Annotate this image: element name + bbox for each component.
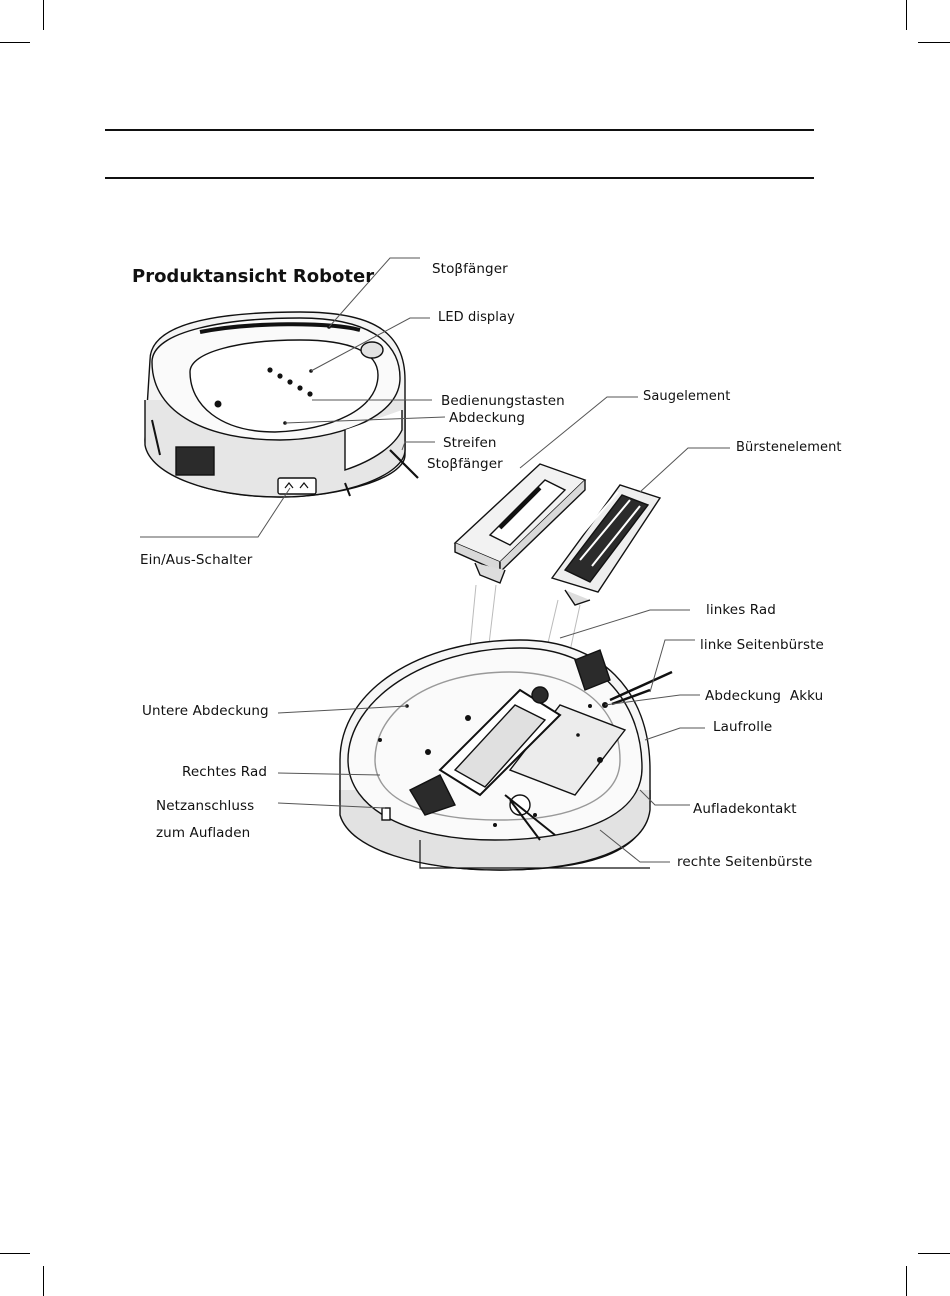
label-netzanschluss: Netzanschluss (156, 798, 254, 814)
label-stossfaenger: Stoβfänger (432, 261, 508, 277)
label-abdeckung-akku: Abdeckung Akku (705, 688, 823, 704)
label-bedienungstasten: Bedienungstasten (441, 393, 565, 409)
robot-bottom-view (340, 640, 672, 870)
section-title: Produktansicht Roboter (132, 266, 374, 287)
label-led-display: LED display (438, 310, 515, 326)
label-buerstenelement: Bürstenelement (736, 440, 842, 456)
label-streifen: Streifen (443, 435, 497, 451)
label-saugelement: Saugelement (643, 389, 730, 405)
label-streifen-stossfaenger: Stoβfänger (427, 456, 503, 472)
label-rechtes-rad: Rechtes Rad (182, 764, 267, 780)
label-rechte-seitenbuerste: rechte Seitenbürste (677, 854, 812, 870)
label-linkes-rad: linkes Rad (706, 602, 776, 618)
label-ein-aus-schalter: Ein/Aus-Schalter (140, 552, 252, 568)
label-laufrolle: Laufrolle (713, 719, 772, 735)
label-untere-abdeckung: Untere Abdeckung (142, 703, 269, 719)
robot-top-view (145, 312, 418, 497)
label-zum-aufladen: zum Aufladen (156, 825, 250, 841)
label-linke-seitenbuerste: linke Seitenbürste (700, 637, 824, 653)
label-aufladekontakt: Aufladekontakt (693, 801, 797, 817)
label-abdeckung: Abdeckung (449, 410, 525, 426)
